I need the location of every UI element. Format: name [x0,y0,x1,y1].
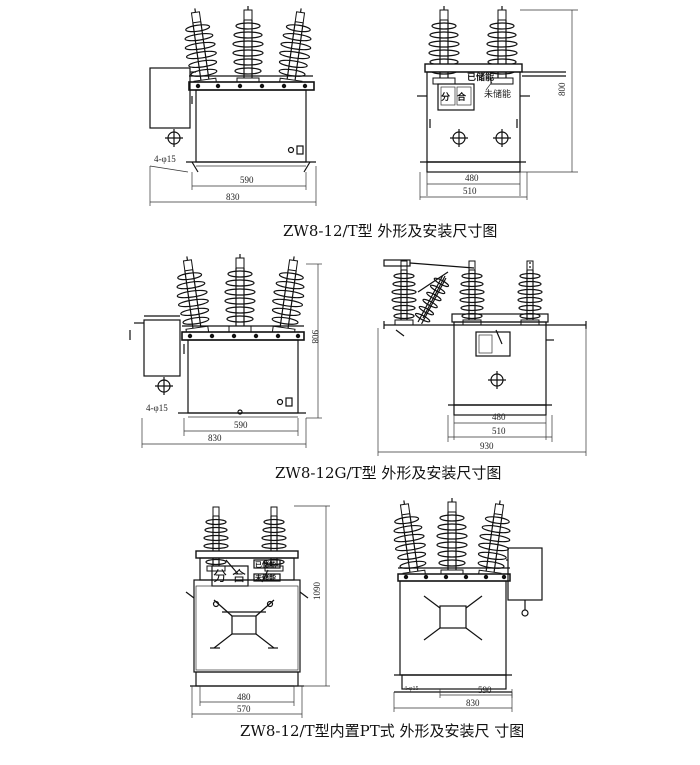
unstored-label-3: 未储能 [255,573,276,582]
stored-label-1: 已储能 [467,71,494,83]
drawing2-front-view [129,253,310,418]
dim-1090: 1090 [312,582,322,601]
open-char-1: 分 [441,91,450,103]
dim-930: 930 [480,441,494,451]
stored-label-3: 已储能 [255,560,276,569]
dim-800: 800 [557,82,567,96]
drawing1-side-dimensions: 480 510 800 [419,9,578,200]
caption-1: ZW8-12/T型 外形及安装尺寸图 [283,222,497,240]
drawing1-side-view: 分 合 已储能 未储能 [417,5,566,173]
dim-590c: 590 [478,685,492,695]
drawing1-front-view [149,5,317,173]
dim-510: 510 [463,186,477,196]
dim-590b: 590 [234,420,248,430]
close-char-1: 合 [457,91,467,103]
drawing3-side-view: 4-φ15 [388,497,543,693]
dim-908: 908 [310,330,320,344]
dim-830b: 830 [208,433,222,443]
dim-570: 570 [237,704,251,714]
close-char-3: 合 [232,569,246,585]
drawing2-side-dimensions: 480 510 930 [377,328,587,456]
dim-480c: 480 [237,692,251,702]
open-char-3: 分 [213,569,227,585]
hole-spec: 4-φ15 [154,154,176,164]
dim-510b: 510 [492,426,506,436]
dim-830c: 830 [466,698,480,708]
dim-590: 590 [240,175,254,185]
dim-480: 480 [465,173,479,183]
drawing1-front-dimensions: 830 590 4-φ15 [149,154,317,206]
drawing3-front-dimensions: 480 570 1090 [191,505,330,718]
drawing3-side-dimensions: 590 830 [393,685,513,712]
drawing3-front-view: 分 合 已储能 未储能 [185,506,309,687]
drawing2-side-view [383,259,587,416]
caption-3: ZW8-12/T型内置PT式 外形及安装尺 寸图 [240,722,524,740]
dim-480b: 480 [492,412,506,422]
unstored-label-1: 未储能 [484,88,511,99]
hole-spec-2: 4-φ15 [146,403,168,413]
hole-spec-3: 4-φ15 [404,686,418,692]
caption-2: ZW8-12G/T型 外形及安装尺寸图 [275,464,501,482]
drawing2-front-dimensions: 830 590 4-φ15 908 [141,263,322,448]
dim-830: 830 [226,192,240,202]
